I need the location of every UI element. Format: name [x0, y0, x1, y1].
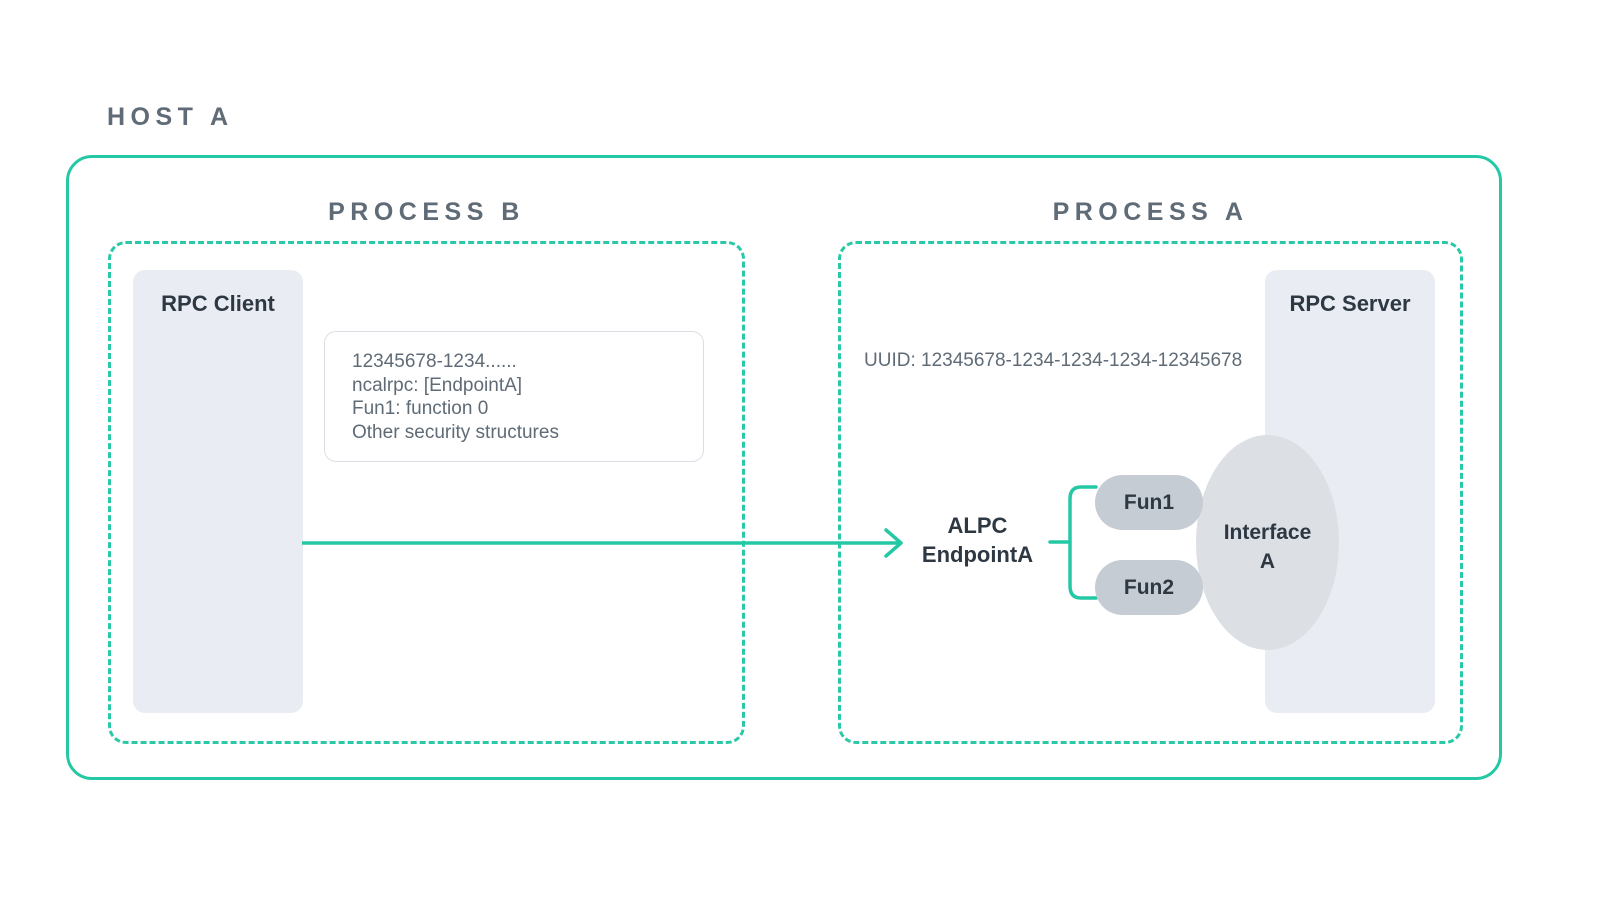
binding-info-lines: 12345678-1234...... ncalrpc: [EndpointA]… — [352, 350, 702, 444]
host-title: HOST A — [107, 103, 234, 131]
interface-a-label: Interface A — [1196, 518, 1339, 576]
request-arrow-icon — [302, 528, 903, 558]
binding-info-line-2: ncalrpc: [EndpointA] — [352, 374, 523, 396]
function-label-fun2: Fun2 — [1123, 576, 1175, 599]
uuid-text: UUID: 12345678-1234-1234-1234-12345678 — [864, 350, 1243, 371]
binding-info-box — [324, 331, 704, 462]
process-a-title: PROCESS A — [1052, 198, 1249, 226]
function-label-fun1: Fun1 — [1123, 491, 1175, 514]
function-pill-fun2 — [1095, 560, 1203, 615]
function-pill-fun1 — [1095, 475, 1203, 530]
interface-a-line-2: A — [1259, 550, 1276, 573]
rpc-client-panel — [133, 270, 303, 713]
alpc-endpoint-label: ALPC EndpointA — [900, 511, 1055, 569]
bracket-connector-icon — [1048, 485, 1098, 600]
process-b-container — [108, 241, 745, 744]
binding-info-line-4: Other security structures — [352, 421, 559, 443]
process-a-container — [838, 241, 1463, 744]
rpc-server-label: RPC Server — [1289, 291, 1411, 316]
alpc-endpoint-line-2: EndpointA — [921, 542, 1034, 567]
host-container — [66, 155, 1502, 780]
interface-a-line-1: Interface — [1223, 521, 1312, 544]
interface-a-shape — [1196, 435, 1339, 650]
rpc-client-label: RPC Client — [161, 291, 275, 316]
process-b-title: PROCESS B — [328, 198, 525, 226]
binding-info-line-1: 12345678-1234...... — [352, 351, 517, 372]
binding-info-line-3: Fun1: function 0 — [352, 398, 489, 419]
alpc-endpoint-line-1: ALPC — [947, 513, 1008, 538]
